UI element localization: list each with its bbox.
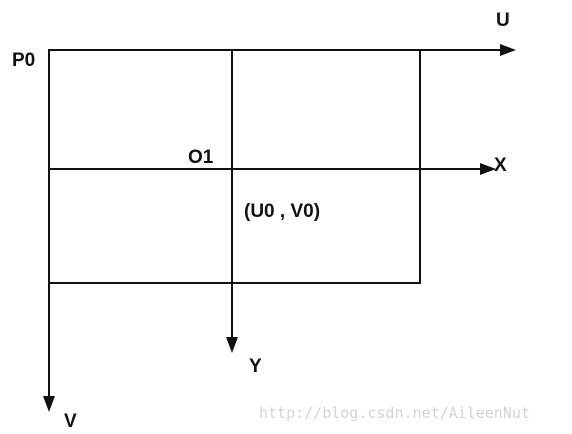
image-plane-rect — [48, 49, 421, 284]
v-axis-arrowhead — [43, 396, 55, 412]
y-axis-arrowhead — [226, 337, 238, 353]
u-axis-label: U — [496, 10, 510, 31]
p0-label: P0 — [12, 50, 35, 71]
center-point-label: (U0 , V0) — [244, 201, 320, 222]
u-axis-arrowhead — [500, 44, 516, 56]
o1-label: O1 — [188, 147, 214, 168]
x-axis-arrowhead — [480, 163, 496, 175]
x-axis-label: X — [494, 155, 507, 176]
watermark-text: http://blog.csdn.net/AileenNut — [259, 404, 530, 422]
y-axis-label: Y — [249, 356, 262, 377]
v-axis-label: V — [64, 411, 77, 432]
